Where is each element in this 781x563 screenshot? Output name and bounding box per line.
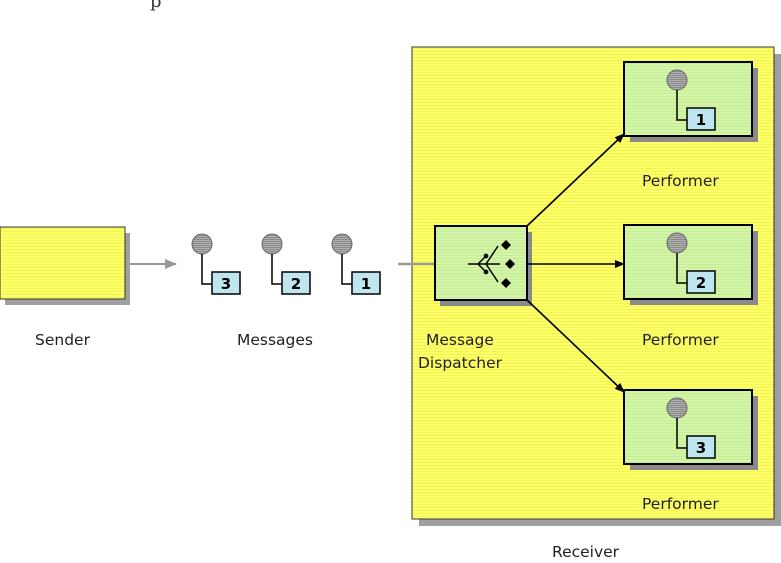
performer-3-number: 3 — [696, 439, 706, 457]
sender-box — [0, 226, 130, 305]
dispatch-arrow-3 — [526, 299, 625, 393]
cropped-header: p — [0, 0, 781, 14]
dispatcher-box — [434, 225, 532, 306]
message-3 — [191, 233, 241, 295]
dispatcher-icon — [468, 240, 515, 288]
message-3-number: 3 — [221, 275, 231, 293]
dispatcher-label-line1: Message — [426, 331, 494, 349]
message-1-number: 1 — [361, 275, 371, 293]
dispatcher-label-line2: Dispatcher — [418, 354, 502, 372]
message-1 — [331, 233, 381, 295]
dispatch-arrow-1 — [526, 133, 625, 227]
performer-label-1: Performer — [642, 172, 719, 190]
performer-2-number: 2 — [696, 274, 706, 292]
receiver-label: Receiver — [552, 543, 620, 561]
message-2 — [261, 233, 311, 295]
performer-label-3: Performer — [642, 495, 719, 513]
sender-label: Sender — [35, 331, 90, 349]
performer-box-1 — [623, 61, 758, 142]
header-fragment: p — [150, 0, 162, 12]
performer-1-number: 1 — [696, 111, 706, 129]
performer-box-3 — [623, 389, 758, 470]
messages-label: Messages — [237, 331, 314, 349]
message-2-number: 2 — [291, 275, 301, 293]
performer-box-2 — [623, 224, 758, 305]
performer-label-2: Performer — [642, 331, 719, 349]
